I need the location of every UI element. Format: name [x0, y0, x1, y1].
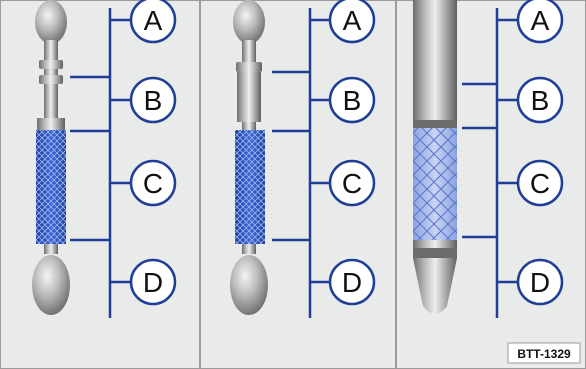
callout-b: B [516, 76, 564, 124]
callout-a: A [328, 0, 376, 44]
callout-c: C [129, 159, 177, 207]
callout-label: C [143, 168, 163, 199]
callout-rail-2 [272, 8, 330, 318]
callout-b: B [328, 76, 376, 124]
callout-label: D [530, 267, 550, 298]
callout-b: B [129, 76, 177, 124]
callout-label: A [144, 5, 163, 36]
callout-label: B [531, 85, 550, 116]
callout-rail-1 [70, 8, 130, 318]
callout-label: B [144, 85, 163, 116]
figure-code-badge: BTT-1329 [507, 342, 581, 364]
callout-a: A [129, 0, 177, 44]
callout-d: D [516, 258, 564, 306]
callout-rail-3 [462, 8, 517, 318]
callout-c: C [516, 159, 564, 207]
callout-a: A [516, 0, 564, 44]
callout-d: D [129, 258, 177, 306]
callout-d: D [328, 258, 376, 306]
callout-label: D [342, 267, 362, 298]
panel-3: A B C D [413, 0, 564, 318]
callout-label: D [143, 267, 163, 298]
panel-1: A B C D [32, 0, 177, 318]
figure-code: BTT-1329 [517, 347, 571, 361]
callout-label: B [343, 85, 362, 116]
rod-2-illustration [230, 0, 268, 315]
rod-3-illustration [413, 0, 457, 314]
callout-label: A [343, 5, 362, 36]
panel-2: A B C D [230, 0, 376, 318]
callout-label: C [530, 168, 550, 199]
callout-c: C [328, 159, 376, 207]
callout-label: C [342, 168, 362, 199]
callout-label: A [531, 5, 550, 36]
rod-1-illustration [32, 0, 70, 315]
